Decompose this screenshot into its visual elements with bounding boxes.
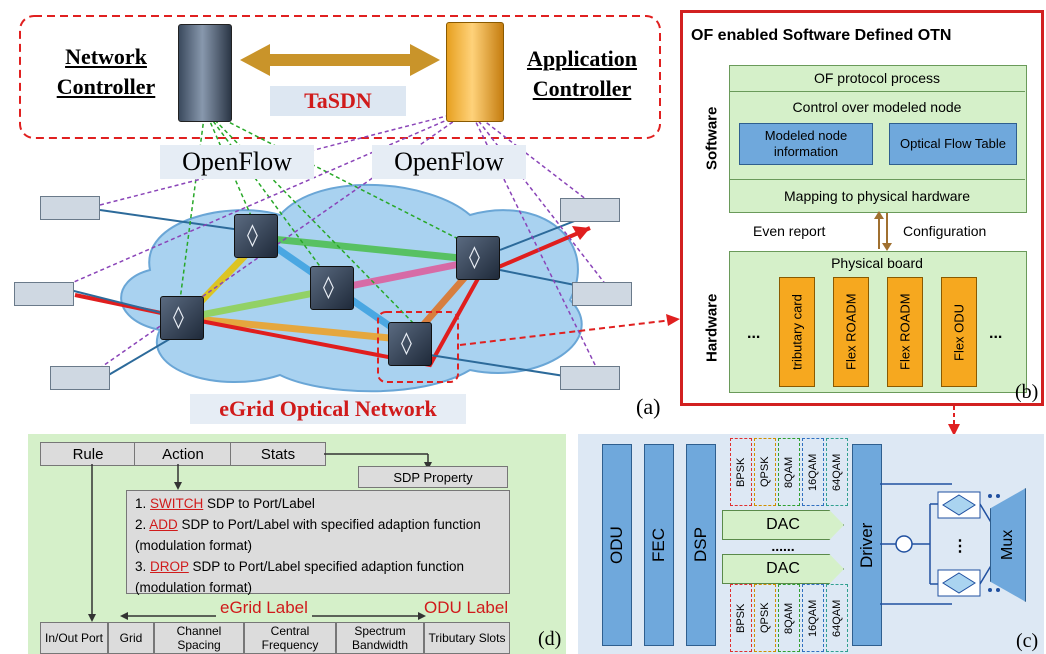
dsp-block: DSP: [686, 444, 716, 646]
optical-switch-node: [388, 322, 432, 366]
application-controller-line2: Controller: [532, 76, 632, 101]
column-tributary-slots: Tributary Slots: [424, 622, 510, 654]
egrid-label-text: eGrid Label: [216, 598, 312, 618]
format-tag-8qam: 8QAM: [778, 584, 800, 652]
modeled-info-box: Modeled node information: [739, 123, 873, 165]
panel-d-letter: (d): [538, 628, 562, 650]
of-protocol-box: OF protocol process: [729, 65, 1025, 92]
panel-c-letter: (c): [1016, 630, 1039, 652]
column-grid: Grid: [108, 622, 154, 654]
format-tag-bpsk: BPSK: [730, 584, 752, 652]
format-tag-16qam: 16QAM: [802, 438, 824, 506]
control-node-label: Control over modeled node: [792, 99, 962, 115]
action-header: Action: [134, 442, 232, 466]
stats-header: Stats: [230, 442, 326, 466]
action-text: SDP to Port/Label with specified adaptio…: [135, 517, 481, 553]
optical-switch-node: [456, 236, 500, 280]
dac-dots: ......: [771, 538, 795, 554]
fec-block: FEC: [644, 444, 674, 646]
column-channel-spacing: Channel Spacing: [154, 622, 244, 654]
panel-b: OF enabled Software Defined OTN Software…: [680, 10, 1044, 406]
action-num: 1.: [135, 496, 151, 511]
client-tray-icon: [14, 282, 74, 306]
ellipsis-right: ...: [989, 325, 1003, 342]
action-num: 2.: [135, 517, 150, 532]
network-controller-server-icon: [178, 24, 232, 122]
column-spectrum-bandwidth: Spectrum Bandwidth: [336, 622, 424, 654]
client-tray-icon: [50, 366, 110, 390]
action-text: SDP to Port/Label: [203, 496, 315, 511]
hardware-label: Hardware: [703, 293, 721, 363]
optical-switch-node: [160, 296, 204, 340]
hardware-stack: [729, 251, 1027, 393]
card-box: Flex ROADM: [833, 277, 869, 387]
client-tray-icon: [560, 198, 620, 222]
optical-switch-node: [310, 266, 354, 310]
format-tag-64qam: 64QAM: [826, 438, 848, 506]
panel-b-title: OF enabled Software Defined OTN: [691, 27, 952, 44]
card-box: Flex ODU: [941, 277, 977, 387]
action-item: 2. ADD SDP to Port/Label with specified …: [135, 514, 501, 556]
panel-a-letter: (a): [636, 394, 661, 419]
action-keyword-add: ADD: [149, 517, 178, 532]
format-tag-bpsk: BPSK: [730, 438, 752, 506]
action-keyword-drop: DROP: [150, 559, 189, 574]
ellipsis-left: ...: [747, 325, 761, 342]
controller-region: [19, 15, 661, 139]
format-tag-64qam: 64QAM: [826, 584, 848, 652]
odu-block: ODU: [602, 444, 632, 646]
application-controller-line1: Application: [526, 46, 638, 71]
sdp-property-box: SDP Property: [358, 466, 508, 488]
even-report-label: Even report: [753, 223, 826, 239]
physical-board-label: Physical board: [831, 255, 923, 271]
network-controller-line2: Controller: [56, 74, 156, 99]
dac-top: DAC: [722, 510, 844, 540]
dac-bottom: DAC: [722, 554, 844, 584]
openflow-label-left: OpenFlow: [160, 145, 314, 179]
report-config-arrows: [874, 211, 892, 251]
arrow-b-to-c: [948, 406, 960, 436]
application-controller-server-icon: [446, 22, 504, 122]
card-box: tributary card: [779, 277, 815, 387]
panel-b-letter: (b): [1015, 381, 1039, 403]
format-tag-16qam: 16QAM: [802, 584, 824, 652]
network-name-label: eGrid Optical Network: [190, 394, 466, 424]
rule-header: Rule: [40, 442, 136, 466]
panel-c: ODU FEC DSP BPSK QPSK 8QAM 16QAM 64QAM D…: [578, 434, 1044, 654]
controller-link-arrow: [240, 44, 440, 76]
format-tag-8qam: 8QAM: [778, 438, 800, 506]
client-tray-icon: [572, 282, 632, 306]
mapping-box: Mapping to physical hardware: [729, 179, 1025, 212]
action-keyword-switch: SWITCH: [150, 496, 204, 511]
optical-switch-node: [234, 214, 278, 258]
column-central-frequency: Central Frequency: [244, 622, 336, 654]
label-table: In/Out Port Grid Channel Spacing Central…: [40, 622, 510, 654]
format-tag-qpsk: QPSK: [754, 584, 776, 652]
network-controller-line1: Network: [65, 44, 147, 69]
action-num: 3.: [135, 559, 151, 574]
openflow-label-right: OpenFlow: [372, 145, 526, 179]
card-box: Flex ROADM: [887, 277, 923, 387]
application-controller-label: Application Controller: [512, 44, 652, 104]
flow-table-box: Optical Flow Table: [889, 123, 1017, 165]
modulator-lines: [880, 483, 1000, 605]
action-list: 1. SWITCH SDP to Port/Label 2. ADD SDP t…: [126, 490, 510, 595]
odu-label-text: ODU Label: [424, 598, 509, 617]
panel-a: Network Controller Application Controlle…: [0, 0, 680, 425]
driver-block: Driver: [852, 444, 882, 646]
action-item: 1. SWITCH SDP to Port/Label: [135, 493, 501, 514]
network-controller-label: Network Controller: [44, 42, 168, 102]
client-tray-icon: [40, 196, 100, 220]
configuration-label: Configuration: [903, 223, 987, 239]
modulator-dots: ⋮: [952, 538, 968, 555]
tasdn-label: TaSDN: [270, 86, 406, 116]
column-in-out-port: In/Out Port: [40, 622, 108, 654]
action-text: SDP to Port/Label specified adaption fun…: [135, 559, 464, 595]
software-label: Software: [703, 106, 721, 170]
action-item: 3. DROP SDP to Port/Label specified adap…: [135, 556, 501, 598]
format-tag-qpsk: QPSK: [754, 438, 776, 506]
client-tray-icon: [560, 366, 620, 390]
panel-d-arrows: [88, 453, 432, 622]
